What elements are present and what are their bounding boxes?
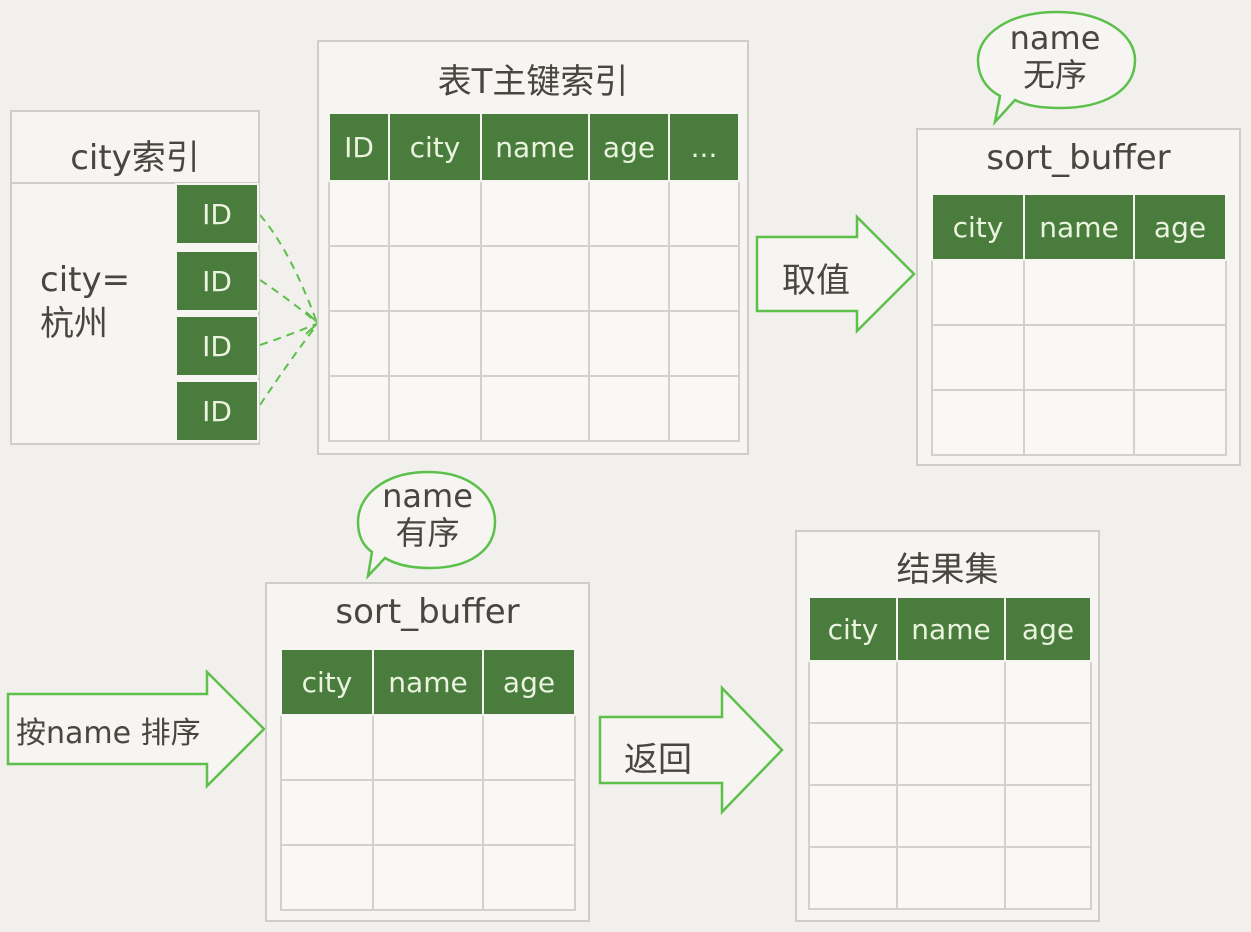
table-row bbox=[280, 844, 576, 911]
bubble-unsorted-line1: name bbox=[1009, 19, 1101, 57]
result-set-title: 结果集 bbox=[896, 550, 999, 590]
table-row bbox=[931, 324, 1227, 391]
sort-buffer-sorted-title: sort_buffer bbox=[335, 592, 520, 632]
sort-arrow-label: 按name 排序 bbox=[16, 716, 201, 751]
city-index-id-1: ID bbox=[175, 183, 259, 245]
col-header-age: age bbox=[588, 112, 670, 182]
city-condition-label: city= 杭州 bbox=[40, 258, 130, 346]
return-arrow bbox=[598, 684, 784, 816]
col-header-city: city bbox=[388, 112, 482, 182]
bubble-sorted-line2: 有序 bbox=[395, 513, 460, 552]
primary-index-title: 表T主键索引 bbox=[437, 62, 629, 102]
fetch-arrow-label: 取值 bbox=[782, 261, 850, 301]
city-index-id-2: ID bbox=[175, 250, 259, 312]
table-row bbox=[328, 375, 740, 442]
col-header-name: name bbox=[896, 596, 1006, 662]
table-row bbox=[931, 259, 1227, 326]
bubble-unsorted-text: name 无序 bbox=[990, 20, 1120, 94]
sort-arrow bbox=[6, 668, 266, 790]
speech-bubble-sorted bbox=[356, 470, 497, 580]
speech-bubble-unsorted bbox=[976, 10, 1137, 127]
pointer-line-1 bbox=[259, 214, 317, 321]
col-header-more: ... bbox=[668, 112, 740, 182]
col-header-age: age bbox=[482, 648, 576, 716]
sort-buffer-sorted-table: city name age bbox=[280, 648, 576, 911]
table-row bbox=[931, 389, 1227, 456]
col-header-name: name bbox=[480, 112, 590, 182]
fetch-arrow bbox=[755, 213, 916, 335]
col-header-id: ID bbox=[328, 112, 390, 182]
col-header-name: name bbox=[1023, 193, 1135, 261]
return-arrow-label: 返回 bbox=[624, 740, 692, 780]
table-row bbox=[280, 714, 576, 781]
sort-buffer-unsorted-table: city name age bbox=[931, 193, 1227, 456]
table-row bbox=[328, 310, 740, 377]
col-header-city: city bbox=[808, 596, 898, 662]
primary-index-table: ID city name age ... bbox=[328, 112, 740, 442]
city-index-id-3: ID bbox=[175, 315, 259, 377]
table-row bbox=[808, 784, 1092, 848]
city-index-title: city索引 bbox=[70, 138, 200, 178]
pointer-line-4 bbox=[259, 325, 317, 406]
col-header-city: city bbox=[280, 648, 374, 716]
sort-buffer-unsorted-title: sort_buffer bbox=[986, 138, 1171, 178]
col-header-age: age bbox=[1133, 193, 1227, 261]
table-row bbox=[808, 660, 1092, 724]
city-index-id-4: ID bbox=[175, 380, 259, 442]
city-condition-line2: 杭州 bbox=[40, 304, 108, 345]
city-index-divider bbox=[12, 182, 258, 184]
table-row bbox=[328, 180, 740, 247]
col-header-city: city bbox=[931, 193, 1025, 261]
table-row bbox=[808, 722, 1092, 786]
pointer-line-3 bbox=[259, 323, 317, 346]
bubble-sorted-text: name 有序 bbox=[365, 478, 490, 552]
bubble-unsorted-line2: 无序 bbox=[1022, 55, 1087, 94]
result-set-table: city name age bbox=[808, 596, 1092, 910]
table-row bbox=[808, 846, 1092, 910]
col-header-name: name bbox=[372, 648, 484, 716]
table-row bbox=[328, 245, 740, 312]
col-header-age: age bbox=[1004, 596, 1092, 662]
bubble-sorted-line1: name bbox=[382, 477, 473, 515]
table-row bbox=[280, 779, 576, 846]
city-condition-line1: city= bbox=[40, 260, 131, 300]
